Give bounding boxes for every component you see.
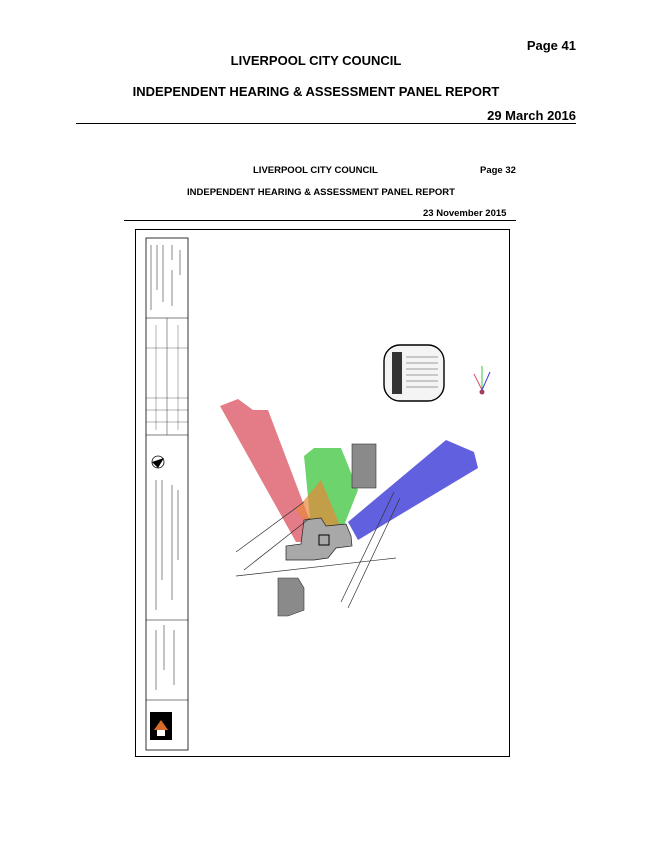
shadow-overlap	[296, 480, 341, 530]
inner-page-number: Page 32	[480, 165, 516, 176]
inner-header-rule	[124, 220, 516, 221]
morning-shadow	[220, 399, 318, 542]
road-lines	[235, 491, 401, 609]
outer-council-name: LIVERPOOL CITY COUNCIL	[230, 53, 402, 68]
outer-page-number: Page 41	[526, 38, 576, 53]
afternoon-shadow	[348, 440, 478, 540]
outer-report-title: INDEPENDENT HEARING & ASSESSMENT PANEL R…	[132, 84, 500, 99]
shadow-diagram-drawing	[135, 229, 510, 757]
council-stamp	[383, 344, 445, 402]
inner-report-date: 23 November 2015	[423, 208, 507, 219]
outer-report-date: 29 March 2016	[487, 108, 576, 123]
subject-building	[285, 517, 353, 561]
neighbour-building-north	[351, 443, 377, 489]
neighbour-building-south	[277, 577, 305, 617]
title-block	[145, 237, 189, 751]
inner-council-name: LIVERPOOL CITY COUNCIL	[253, 165, 378, 176]
outer-header-rule	[76, 123, 576, 124]
inner-report-title: INDEPENDENT HEARING & ASSESSMENT PANEL R…	[187, 187, 455, 198]
shadow-diagram-svg	[145, 237, 491, 751]
sun-path-marker	[473, 366, 491, 395]
